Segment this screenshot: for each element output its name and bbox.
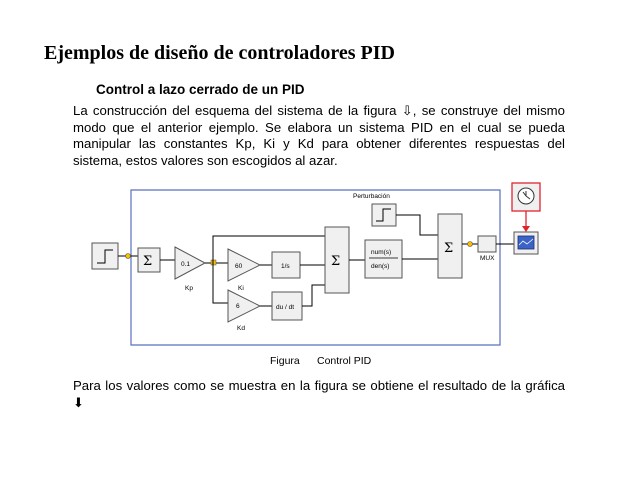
proportional-branch-wire [212,235,325,263]
plant-numerator: num(s) [371,249,391,256]
perturbation-wire [396,214,438,236]
derivative-output-wire [302,284,325,307]
output-sum-symbol: Σ [444,241,453,256]
plant-denominator: den(s) [371,263,389,270]
plant-transfer-function-block[interactable] [364,239,403,279]
kd-label: Kd [237,325,245,332]
pid-sum-symbol: Σ [331,254,340,269]
ki-label: Ki [238,285,244,292]
slide-title: Ejemplos de diseño de controladores PID [44,42,395,64]
perturbation-step-block[interactable] [371,203,397,227]
perturbation-label: Perturbación [353,193,390,200]
error-sum-symbol: Σ [143,254,152,269]
kp-value: 0.1 [181,261,190,268]
derivative-branch-wire [212,263,228,304]
feedback-loop-wire [130,189,501,265]
feedback-return-wire [130,244,501,346]
step-icon [97,249,113,264]
section-heading: Control a lazo cerrado de un PID [96,82,305,97]
derivative-label: du / dt [276,304,294,311]
kd-gain-block[interactable] [227,289,262,323]
scope-icon [517,235,535,250]
ki-gain-block[interactable] [227,248,262,282]
figure-caption-label: Figura [270,355,300,367]
figure-caption-name: Control PID [317,355,372,367]
kp-gain-block[interactable] [174,246,207,280]
mux-label: MUX [480,255,495,262]
pid-block-diagram: Σ 0.1 Kp 60 Ki 1/s 6 Kd du / dt Σ num(s)… [91,182,541,346]
integrator-label: 1/s [281,263,290,270]
perturbation-step-icon [376,208,391,222]
intro-paragraph: La construcción del esquema del sistema … [73,103,565,168]
results-paragraph: Para los valores como se muestra en la f… [73,378,565,410]
pid-sum-block[interactable] [324,226,350,294]
output-sum-block[interactable] [437,213,463,279]
kd-value: 6 [236,303,240,310]
kp-label: Kp [185,285,193,292]
ki-value: 60 [235,263,243,270]
integrator-block[interactable] [271,251,301,279]
mux-block[interactable] [477,235,497,253]
